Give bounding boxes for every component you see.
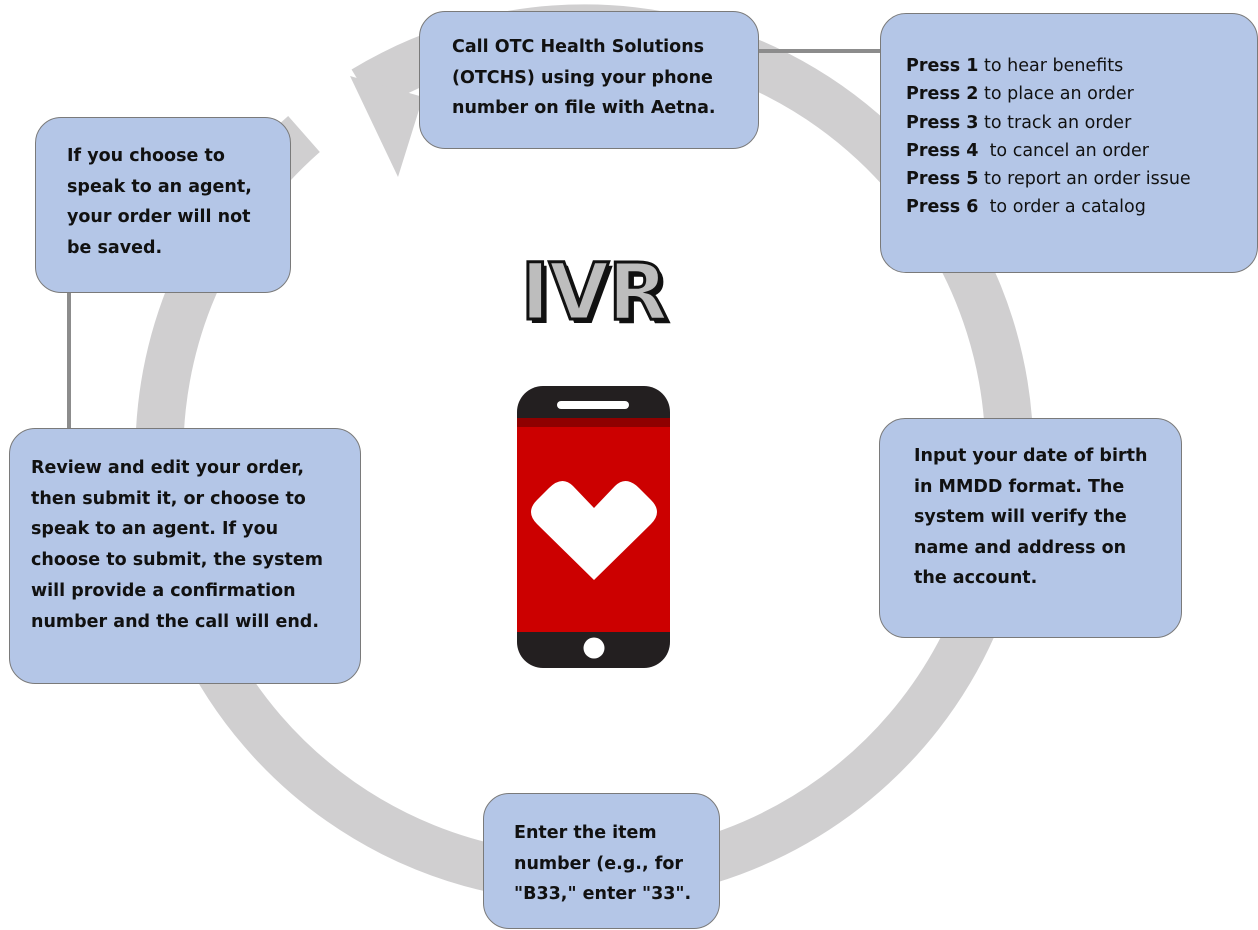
step-line: number (e.g., for [514,853,683,874]
menu-key: Press 3 [906,112,979,133]
menu-option-5: Press 5 to report an order issue [906,165,1249,193]
cycle-arrowhead [350,76,423,177]
step-line: If you choose to [67,146,225,166]
menu-key: Press 1 [906,56,979,76]
menu-text: to cancel an order [978,140,1149,161]
phone-icon [517,386,670,668]
step-line: be saved. [67,237,163,258]
menu-text: to order a catalog [978,197,1146,218]
step-enter-item: Enter the item number (e.g., for "B33," … [483,793,720,929]
menu-option-2: Press 2 to place an order [906,80,1249,108]
menu-option-6: Press 6 to order a catalog [906,193,1249,221]
menu-key: Press 5 [906,169,979,190]
menu-text: to hear benefits [978,56,1124,76]
step-line: Call OTC Health Solutions [452,37,705,57]
menu-text: to place an order [978,84,1134,105]
menu-option-3: Press 3 to track an order [906,109,1249,137]
step-speak-agent: If you choose to speak to an agent, your… [35,117,291,293]
step-line: in MMDD format. The [914,476,1125,497]
menu-option-4: Press 4 to cancel an order [906,137,1249,165]
step-line: "B33," enter "33". [514,884,692,904]
step-line: your order will not [67,207,251,227]
menu-option-1: Press 1 to hear benefits [906,52,1249,80]
step-line: then submit it, or choose to [31,488,306,509]
step-line: number on file with Aetna. [452,98,716,118]
step-line: the account. [914,568,1038,588]
menu-key: Press 6 [906,197,979,218]
step-call-otchs: Call OTC Health Solutions (OTCHS) using … [419,11,759,149]
heart-icon [531,480,657,580]
step-line: speak to an agent. If you [31,519,279,540]
step-line: number and the call will end. [31,611,319,632]
diagram-title: IVR [519,247,669,340]
step-line: will provide a confirmation [31,580,296,601]
step-review-order: Review and edit your order, then submit … [9,428,361,684]
step-line: speak to an agent, [67,176,252,197]
menu-text: to report an order issue [978,169,1191,190]
step-line: system will verify the [914,507,1127,527]
step-line: Input your date of birth [914,446,1148,466]
step-line: name and address on [914,537,1127,558]
step-line: choose to submit, the system [31,550,323,571]
menu-text: to track an order [978,112,1132,133]
step-input-dob: Input your date of birth in MMDD format.… [879,418,1182,638]
step-menu-options: Press 1 to hear benefits Press 2 to plac… [880,13,1258,273]
step-line: Enter the item [514,823,657,843]
step-line: Review and edit your order, [31,458,304,478]
step-line: (OTCHS) using your phone [452,67,713,88]
menu-key: Press 4 [906,140,979,161]
menu-key: Press 2 [906,84,979,105]
